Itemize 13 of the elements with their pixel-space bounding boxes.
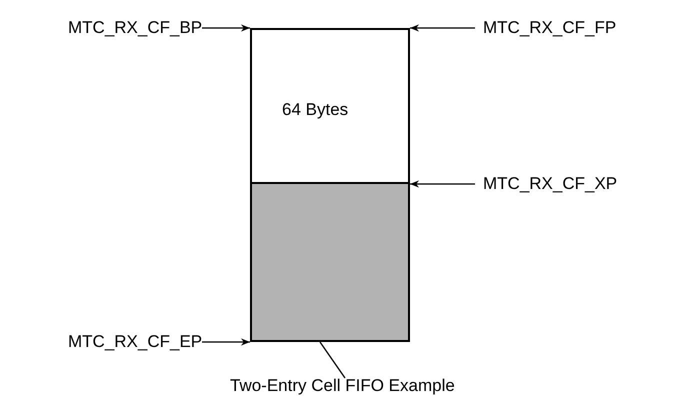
arrow (410, 24, 475, 32)
leader-line (319, 342, 346, 378)
size-label: 64 Bytes (280, 100, 350, 120)
caption-text: Two-Entry Cell FIFO Example (230, 376, 455, 396)
empty-entry-block (250, 28, 410, 184)
arrow (202, 338, 250, 346)
pointer-label: MTC_RX_CF_FP (483, 18, 616, 38)
pointer-label: MTC_RX_CF_EP (68, 332, 202, 352)
arrow (202, 24, 250, 32)
filled-entry-block (250, 184, 410, 342)
pointer-label: MTC_RX_CF_XP (483, 174, 618, 194)
pointer-label: MTC_RX_CF_BP (68, 18, 202, 38)
arrow (410, 180, 475, 188)
